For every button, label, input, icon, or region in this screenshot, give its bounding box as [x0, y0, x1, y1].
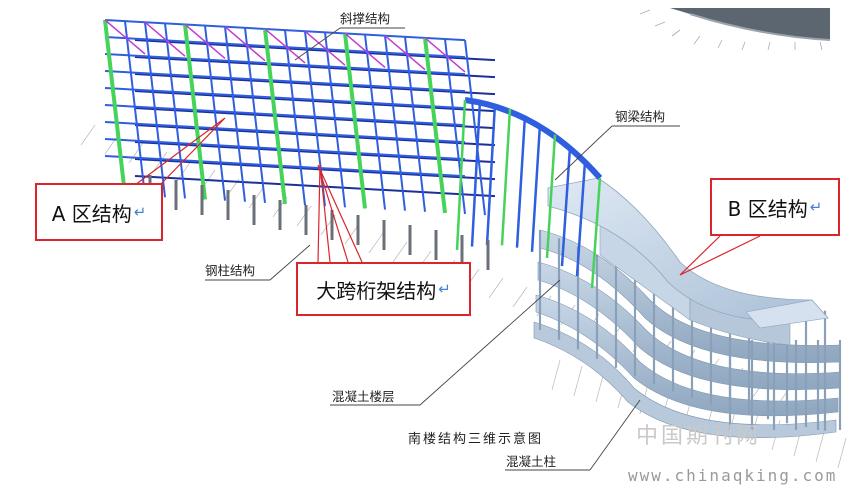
steel-column	[284, 29, 306, 206]
steel-beam	[104, 121, 466, 144]
diagonal-brace	[224, 26, 266, 62]
steel-beam	[134, 90, 496, 113]
return-mark-icon: ↵	[438, 280, 451, 298]
label-steel-column: 钢柱结构	[205, 263, 256, 278]
steel-beam	[134, 56, 496, 79]
steel-column	[470, 100, 482, 247]
steel-beam	[104, 87, 466, 110]
steel-column	[224, 26, 246, 202]
zone-a-steel-frame	[103, 19, 603, 289]
steel-column	[164, 23, 186, 199]
grid-line	[128, 142, 144, 164]
grid-line	[551, 359, 561, 391]
steel-beam	[134, 39, 496, 62]
diagonal-brace	[184, 23, 226, 60]
grid-line	[296, 205, 312, 227]
steel-beam	[104, 104, 466, 127]
callout-zone-b-text: B 区结构	[727, 196, 808, 221]
zone-b-concrete-building	[533, 177, 842, 438]
diagonal-brace	[304, 30, 346, 66]
callout-long-span-truss: 大跨桁架结构↵	[296, 262, 471, 316]
steel-beam	[104, 155, 466, 178]
steel-beam	[134, 175, 496, 198]
diagonal-brace	[344, 32, 386, 69]
diagonal-brace	[144, 21, 186, 57]
label-steel-beam: 钢梁结构	[615, 109, 666, 124]
callout-pointers	[134, 117, 761, 276]
steel-column	[324, 32, 346, 208]
label-concrete-column: 混凝土柱	[506, 454, 557, 469]
steel-column	[364, 34, 386, 210]
diagonal-brace	[104, 19, 146, 55]
watermark-url: www.chinaqking.com	[628, 466, 838, 485]
return-mark-icon: ↵	[133, 203, 147, 221]
circular-structure-fragment	[639, 8, 831, 51]
steel-column	[244, 27, 266, 203]
steel-beam	[134, 124, 496, 147]
steel-column	[144, 22, 166, 198]
steel-column	[263, 28, 287, 205]
steel-beam	[134, 73, 496, 96]
steel-beam	[104, 138, 466, 161]
steel-column	[455, 99, 467, 251]
callout-zone-a: A 区结构↵	[35, 183, 163, 241]
label-concrete-floor: 混凝土楼层	[332, 389, 395, 404]
steel-beam	[104, 53, 466, 76]
diagonal-brace	[424, 37, 466, 73]
steel-column	[485, 103, 497, 246]
steel-column	[500, 108, 512, 246]
label-diagonal-brace: 斜撑结构	[340, 11, 391, 26]
steel-column	[204, 25, 226, 201]
grid-line	[512, 286, 528, 308]
steel-column	[530, 123, 542, 252]
grid-line	[392, 241, 408, 263]
watermark-cn: 中国期刊网	[636, 424, 762, 449]
callout-zone-b: B 区结构↵	[710, 178, 840, 236]
steel-column	[423, 37, 447, 214]
steel-column	[103, 19, 127, 196]
grid-line	[488, 277, 504, 299]
leader-lines	[205, 27, 680, 471]
steel-beam	[134, 158, 496, 181]
curved-steel-beam	[464, 97, 603, 180]
steel-column	[183, 24, 207, 200]
steel-column	[343, 33, 367, 209]
grid-line	[815, 431, 825, 463]
steel-beam	[104, 70, 466, 93]
callout-zone-a-text: A 区结构	[51, 201, 132, 226]
steel-beam	[134, 141, 496, 164]
grid-line	[80, 124, 96, 146]
steel-column	[464, 40, 486, 216]
steel-column	[404, 36, 426, 212]
grid-line	[368, 232, 384, 254]
grid-line	[837, 437, 847, 469]
steel-column	[124, 21, 146, 197]
grid-line	[573, 365, 583, 397]
steel-beam	[104, 36, 466, 59]
steel-column	[515, 115, 527, 248]
grid-line	[248, 187, 264, 209]
return-mark-icon: ↵	[809, 198, 823, 216]
figure-caption: 南楼结构三维示意图	[408, 432, 544, 447]
callout-long-span-truss-text: 大跨桁架结构	[316, 278, 437, 303]
steel-column	[545, 134, 557, 259]
diagonal-brace	[384, 35, 426, 71]
steel-column	[590, 177, 602, 289]
steel-column	[575, 161, 587, 277]
steel-column	[384, 35, 406, 211]
